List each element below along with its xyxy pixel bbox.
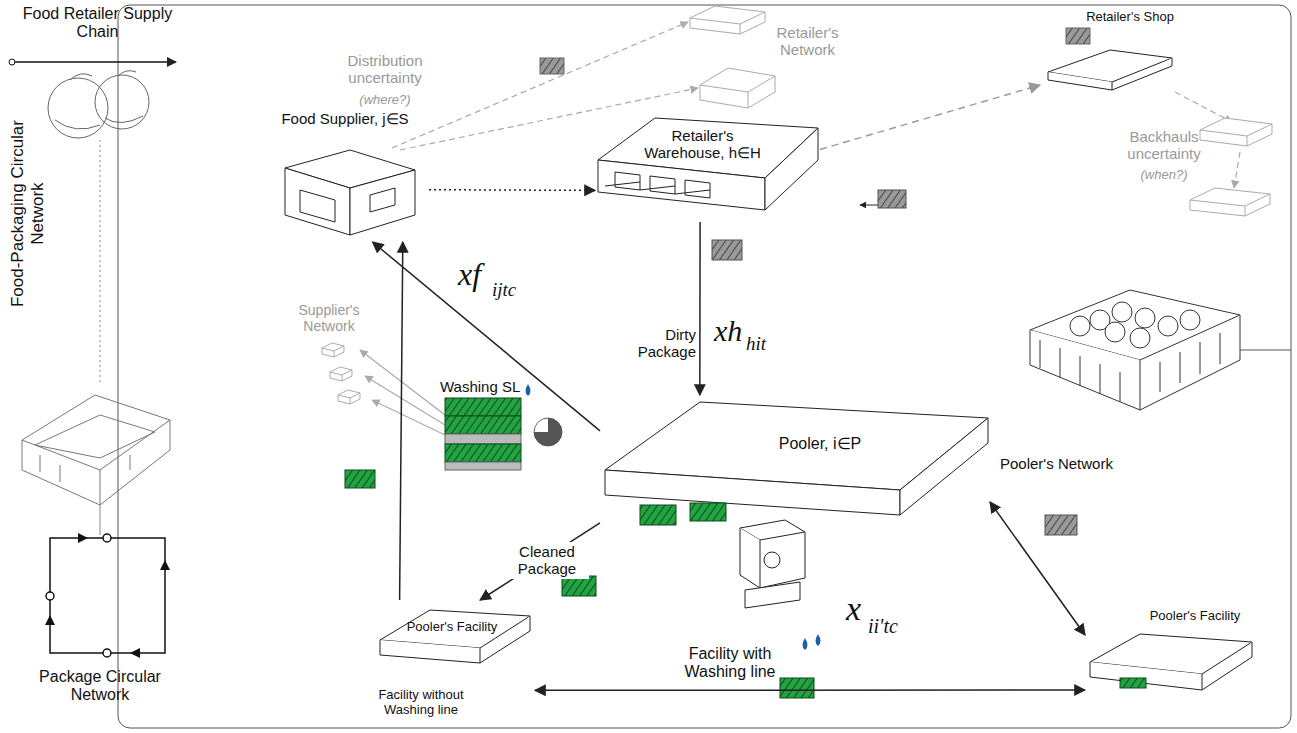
- node-label: Facility with Washing line: [675, 645, 785, 682]
- math-symbol: ijtc: [492, 280, 552, 299]
- node-label: Pooler's Facility: [392, 620, 512, 635]
- label: Backhauls uncertainty: [1108, 128, 1220, 163]
- node-label: Pooler's Facility: [1140, 609, 1250, 624]
- edge-label: Dirty Package: [630, 325, 698, 362]
- label: %: [535, 420, 548, 430]
- node-box: Food Supplier, j∈S: [265, 108, 429, 242]
- label: Food Retailer Supply Chain: [15, 5, 180, 42]
- connector: [480, 523, 600, 600]
- connector: [400, 242, 403, 600]
- label: Retailer's Network: [765, 24, 850, 59]
- label: Pooler's Network: [1000, 455, 1130, 472]
- connector: [535, 689, 1085, 691]
- node-label: Pooler, i∈P: [750, 435, 890, 453]
- node-label: Retailer's Warehouse, h∈H: [640, 127, 765, 162]
- node-label: Retailer's Shop: [1080, 10, 1180, 25]
- node-label: Food Supplier, j∈S: [265, 110, 425, 127]
- connector: [699, 222, 701, 395]
- math-symbol: hit: [746, 334, 786, 353]
- label: (where?): [335, 93, 435, 108]
- label: (when?): [1108, 168, 1220, 183]
- node-box: Pooler, i∈P Facility with Washing line: [600, 395, 990, 686]
- edge-label: Cleaned Package: [505, 542, 589, 579]
- node-label: Facility without Washing line: [356, 688, 486, 718]
- label: Distribution uncertainty: [335, 52, 435, 87]
- connector: [820, 85, 1040, 150]
- label: Package Circular Network: [20, 668, 180, 705]
- label: Supplier's Network: [288, 302, 370, 334]
- label: Washing SL: [440, 378, 530, 395]
- node-box: Pooler's FacilityFacility without Washin…: [352, 600, 535, 722]
- connector: [429, 189, 595, 191]
- node-box: Pooler's Facility: [1085, 605, 1255, 705]
- math-symbol: ii'tc: [868, 616, 928, 636]
- math-symbol: xh: [714, 316, 750, 346]
- connector: [990, 502, 1085, 635]
- node-box: Retailer's Warehouse, h∈H: [595, 105, 820, 222]
- connector: [373, 242, 600, 431]
- vertical-label: Food-Packaging Circular Network: [8, 114, 47, 314]
- node-box: Retailer's Shop: [1040, 8, 1184, 108]
